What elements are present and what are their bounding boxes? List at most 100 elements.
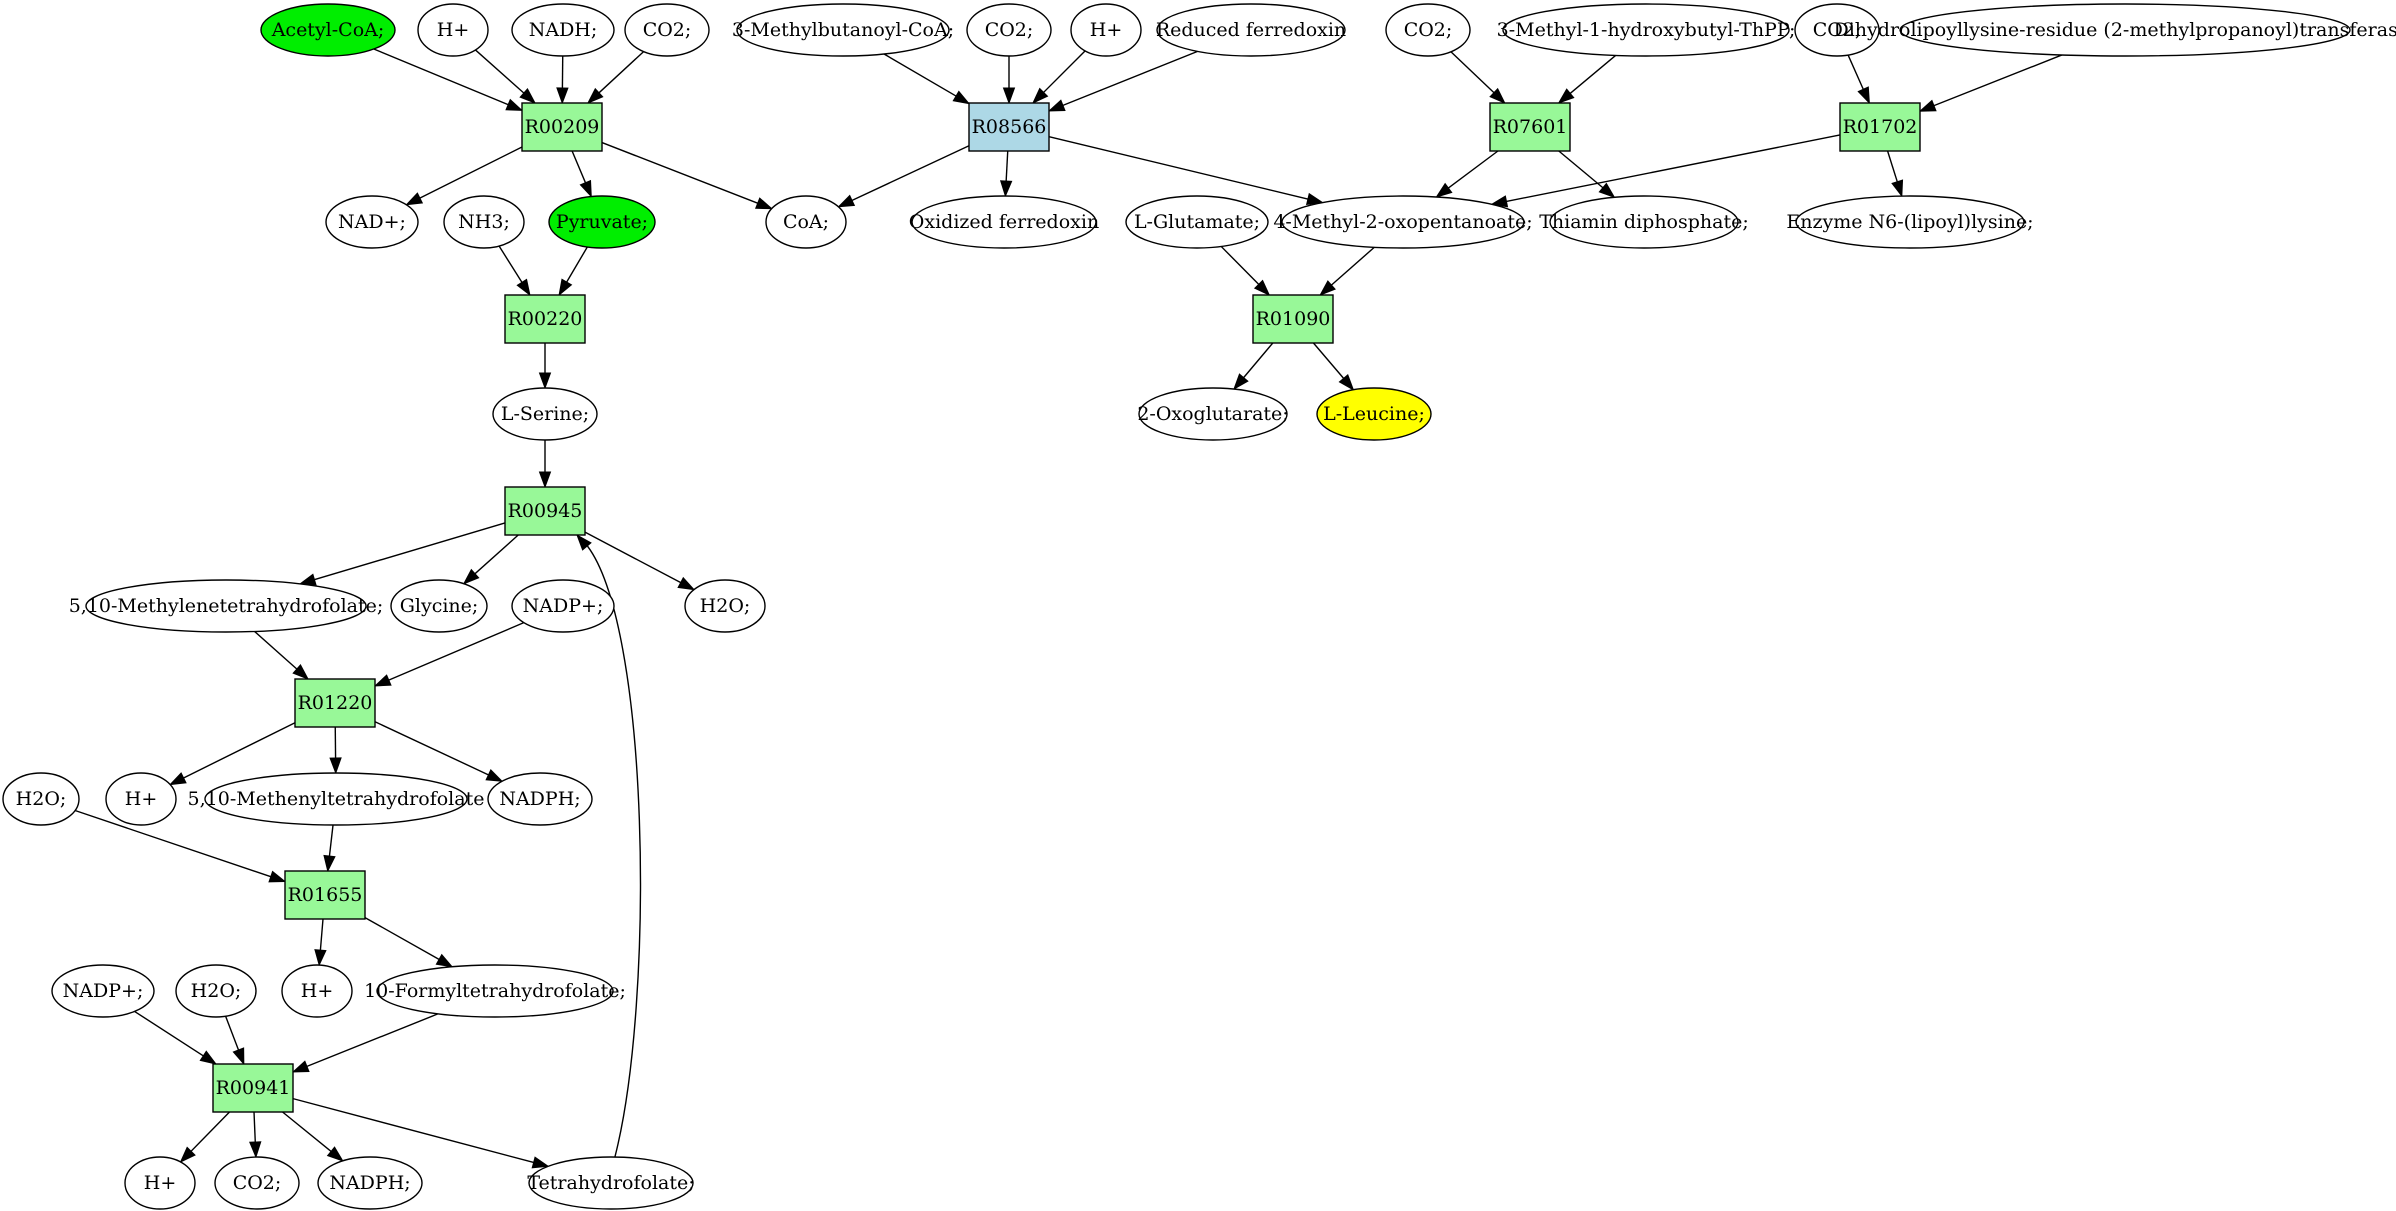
edge-r_R00941-to-c_nadph_2 bbox=[282, 1111, 334, 1154]
compound-node-c_h_3: H+ bbox=[105, 772, 177, 826]
edge-arrowhead-r_R00941-to-c_thf bbox=[531, 1156, 550, 1169]
compound-node-c_h2o_3: H2O; bbox=[175, 964, 257, 1018]
compound-ellipse bbox=[765, 195, 847, 249]
edge-arrowhead-c_acetylcoa-to-r_R00209 bbox=[505, 98, 524, 111]
edge-arrowhead-r_R00209-to-c_coa bbox=[754, 197, 774, 210]
compound-ellipse bbox=[1549, 195, 1739, 249]
compound-ellipse bbox=[966, 3, 1052, 57]
compound-label: L-Leucine; bbox=[1323, 403, 1425, 425]
edge-arrowhead-c_nadh-to-r_R00209 bbox=[556, 87, 569, 105]
compound-label: 5,10-Methenyltetrahydrofolate bbox=[188, 788, 485, 810]
edge-r_R00209-to-c_coa bbox=[601, 141, 760, 205]
compound-label: CO2; bbox=[643, 19, 692, 41]
compound-node-c_h_2: H+ bbox=[1070, 3, 1142, 57]
compound-label: 4-Methyl-2-oxopentanoate; bbox=[1273, 211, 1532, 233]
compound-ellipse bbox=[492, 387, 598, 441]
edge-r_R01702-to-c_enz bbox=[1886, 150, 1899, 184]
compound-node-c_dihydro: Dihydrolipoyllysine-residue (2-methylpro… bbox=[1834, 3, 2396, 57]
edge-c_co2_3-to-r_R07601 bbox=[1450, 51, 1496, 95]
compound-node-c_co2_4: CO2; bbox=[1794, 3, 1880, 57]
compound-label: H+ bbox=[1090, 19, 1123, 41]
edge-arrowhead-r_R00209-to-c_nadp_plus_1 bbox=[405, 192, 424, 206]
compound-label: H+ bbox=[437, 19, 470, 41]
compound-label: L-Serine; bbox=[501, 403, 589, 425]
compound-ellipse bbox=[624, 3, 710, 57]
edge-c_co2_1-to-r_R00209 bbox=[597, 51, 645, 95]
edge-c_acetylcoa-to-r_R00209 bbox=[373, 48, 511, 107]
reaction-node-r_R01090: R01090 bbox=[1252, 294, 1334, 344]
reaction-node-r_R01655: R01655 bbox=[284, 870, 366, 920]
compound-ellipse bbox=[511, 579, 615, 633]
edge-r_R01655-to-c_h_4 bbox=[319, 918, 324, 953]
reaction-label: R01702 bbox=[1843, 116, 1918, 138]
edge-arrowhead-r_R01090-to-c_2oxo bbox=[1233, 373, 1249, 391]
compound-node-c_nadh: NADH; bbox=[511, 3, 615, 57]
edge-c_nh3-to-r_R00220 bbox=[498, 245, 524, 285]
edge-arrowhead-c_co2_3-to-r_R07601 bbox=[1489, 87, 1506, 105]
edge-r_R00941-to-c_h_5 bbox=[189, 1111, 231, 1154]
compound-node-c_nadph_2: NADPH; bbox=[317, 1156, 423, 1210]
edge-arrowhead-c_dihydro-to-r_R01702 bbox=[1918, 99, 1937, 112]
compound-ellipse bbox=[105, 772, 177, 826]
edge-r_R01702-to-c_4m2oxo bbox=[1504, 134, 1841, 203]
compound-label: H2O; bbox=[16, 788, 67, 810]
compound-label: H2O; bbox=[191, 980, 242, 1002]
edge-arrowhead-c_10fthf-to-r_R00941 bbox=[291, 1060, 310, 1073]
edge-r_R01220-to-c_nadph_1 bbox=[374, 721, 491, 777]
edge-r_R08566-to-c_coa bbox=[849, 145, 970, 202]
edge-arrowhead-c_510menyl-to-r_R01655 bbox=[323, 854, 336, 873]
edge-arrowhead-r_R01702-to-c_enz bbox=[1891, 179, 1904, 198]
compound-node-c_h_1: H+ bbox=[417, 3, 489, 57]
reaction-box bbox=[1839, 102, 1921, 152]
compound-ellipse bbox=[511, 3, 615, 57]
edge-arrowhead-c_h2o_3-to-r_R00941 bbox=[232, 1047, 245, 1066]
edge-c_h_1-to-r_R00209 bbox=[474, 49, 526, 95]
reaction-label: R01220 bbox=[298, 692, 373, 714]
compound-ellipse bbox=[684, 579, 766, 633]
edge-r_R00941-to-c_thf bbox=[292, 1097, 536, 1164]
reaction-label: R00941 bbox=[216, 1077, 291, 1099]
compound-node-c_co2_1: CO2; bbox=[624, 3, 710, 57]
compound-ellipse bbox=[214, 1156, 300, 1210]
edge-arrowhead-r_R01655-to-c_h_4 bbox=[314, 949, 327, 967]
edge-arrowhead-c_4m2oxo-to-r_R01090 bbox=[1319, 280, 1336, 296]
compound-ellipse bbox=[1795, 195, 2025, 249]
edge-c_nadp_2-to-r_R00941 bbox=[134, 1010, 206, 1058]
edge-arrowhead-c_nh3-to-r_R00220 bbox=[516, 278, 531, 297]
reaction-box bbox=[504, 294, 586, 344]
reaction-box bbox=[212, 1063, 294, 1113]
compound-label: NH3; bbox=[458, 211, 510, 233]
compound-node-c_coa: CoA; bbox=[765, 195, 847, 249]
compound-label: H+ bbox=[301, 980, 334, 1002]
compound-ellipse bbox=[281, 964, 353, 1018]
compound-node-c_lser: L-Serine; bbox=[492, 387, 598, 441]
edge-c_h2o_3-to-r_R00941 bbox=[224, 1015, 240, 1053]
edge-arrowhead-r_R01220-to-c_510menyl bbox=[329, 757, 342, 775]
edge-r_R01090-to-c_lleu bbox=[1312, 342, 1346, 381]
compound-ellipse bbox=[325, 195, 419, 249]
edge-r_R07601-to-c_thdp bbox=[1558, 150, 1605, 190]
compound-node-c_nadph_1: NADPH; bbox=[487, 772, 593, 826]
edge-arrowhead-r_R01220-to-c_h_3 bbox=[168, 772, 187, 786]
compound-node-c_nadp_2: NADP+; bbox=[51, 964, 155, 1018]
compound-node-c_lglu: L-Glutamate; bbox=[1125, 195, 1269, 249]
edge-c_thf-to-r_R00945 bbox=[584, 542, 642, 1158]
edge-arrowhead-r_R00945-to-c_gly bbox=[462, 568, 480, 585]
reaction-node-r_R00945: R00945 bbox=[504, 486, 586, 536]
edge-r_R08566-to-c_oxfd bbox=[1005, 150, 1009, 184]
edge-arrowhead-r_R08566-to-c_oxfd bbox=[999, 180, 1013, 198]
edge-arrowhead-r_R00220-to-c_lser bbox=[538, 372, 552, 390]
edge-c_510mthf-to-r_R01220 bbox=[254, 630, 299, 671]
compound-ellipse bbox=[1281, 195, 1525, 249]
compound-node-c_thf: Tetrahydrofolate; bbox=[527, 1156, 695, 1210]
compound-label: NAD+; bbox=[338, 211, 406, 233]
compound-ellipse bbox=[260, 3, 396, 57]
edge-arrowhead-r_R00941-to-c_nadph_2 bbox=[326, 1146, 344, 1162]
compound-node-c_3m1hbthpp: 3-Methyl-1-hydroxybutyl-ThPP; bbox=[1497, 3, 1795, 57]
edge-c_4m2oxo-to-r_R01090 bbox=[1329, 246, 1375, 287]
reaction-box bbox=[1252, 294, 1334, 344]
compound-node-c_oxfd: Oxidized ferredoxin bbox=[909, 195, 1099, 249]
edge-c_nadp_1-to-r_R01220 bbox=[386, 622, 525, 682]
